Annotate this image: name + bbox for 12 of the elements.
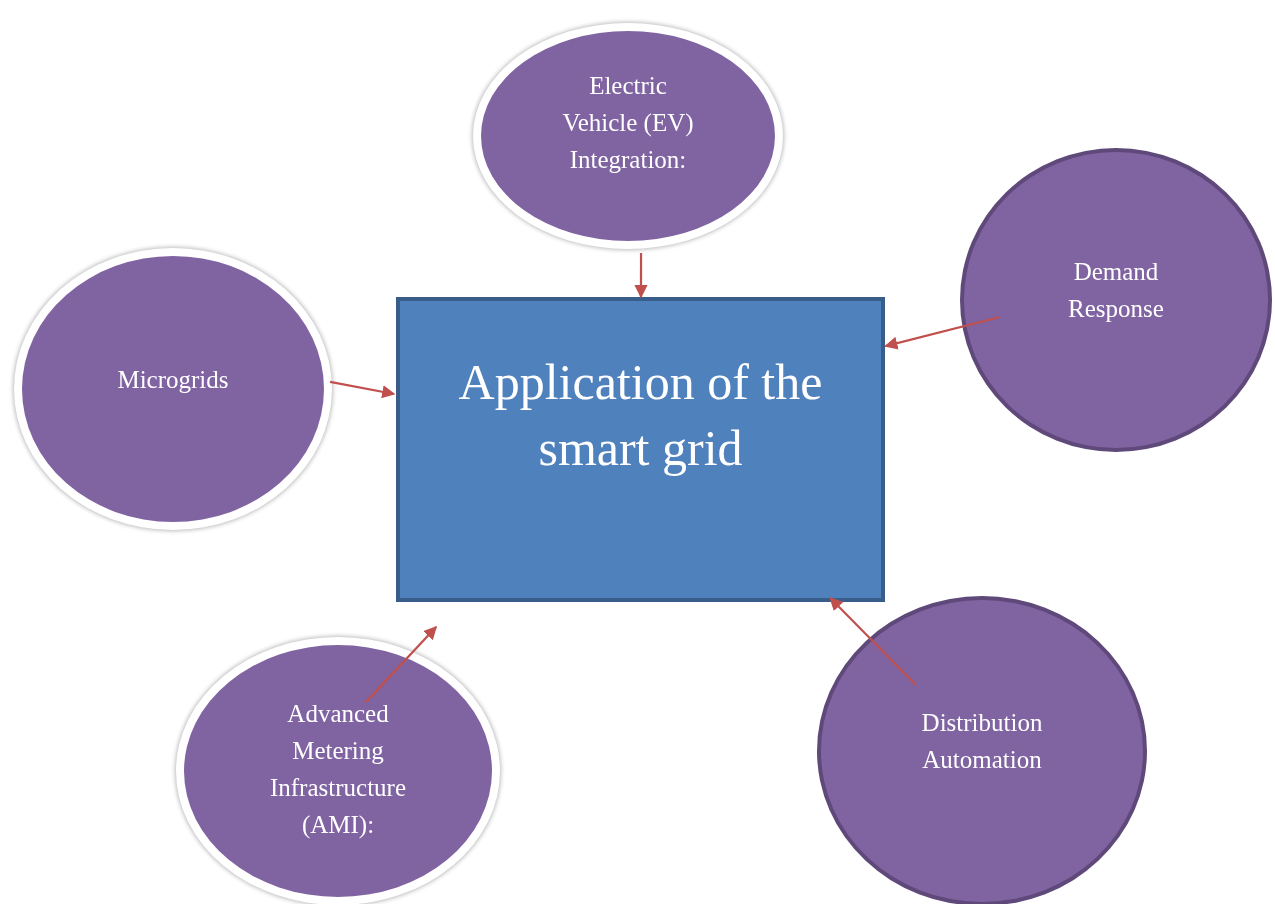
arrow xyxy=(884,315,1001,350)
topic-label: Advanced Metering Infrastructure (AMI): xyxy=(268,699,407,841)
arrow xyxy=(329,380,396,399)
topic-label: Electric Vehicle (EV) Integration: xyxy=(561,70,695,175)
arrow xyxy=(634,253,648,299)
central-box xyxy=(396,297,885,602)
title-text: Application of the smart grid xyxy=(457,352,824,478)
arrow xyxy=(365,626,437,703)
topic-label: Demand Response xyxy=(1067,257,1165,324)
topic-label: Microgrids xyxy=(117,364,229,395)
arrow xyxy=(829,597,917,686)
topic-label: Distribution Automation xyxy=(920,708,1044,775)
